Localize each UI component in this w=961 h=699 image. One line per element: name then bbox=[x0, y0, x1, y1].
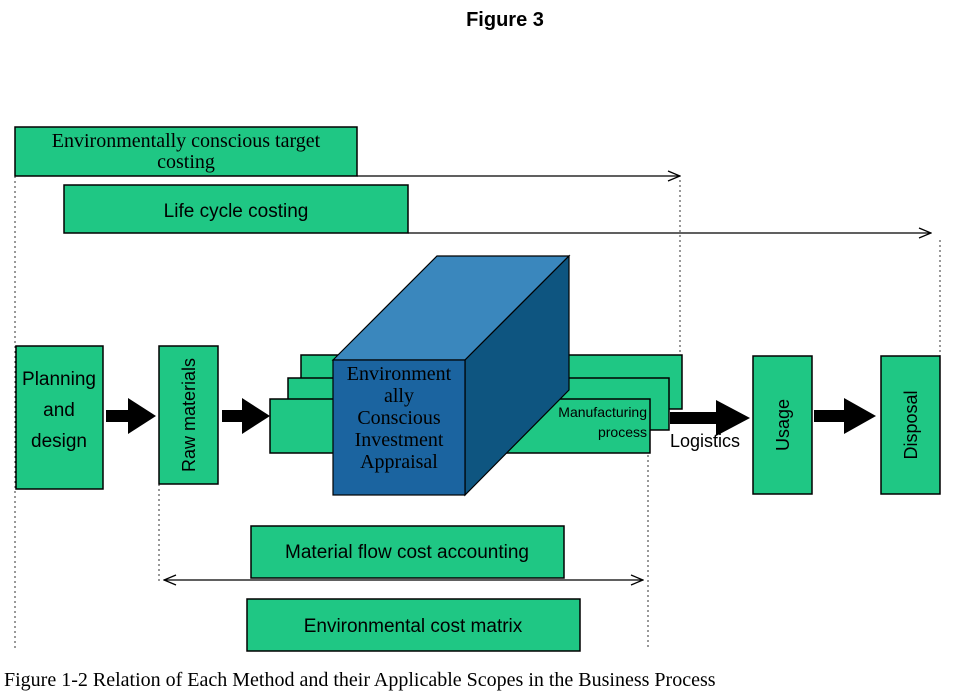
flow-arrow-usage-to-disposal bbox=[814, 398, 876, 434]
investment-appraisal-cube: Environment ally Conscious Investment Ap… bbox=[331, 254, 571, 497]
material-flow-cost-accounting-label: Material flow cost accounting bbox=[285, 542, 529, 563]
manufacturing-label-line1: Manufacturing bbox=[558, 404, 647, 420]
logistics-label: Logistics bbox=[670, 431, 740, 451]
environmental-cost-matrix-label: Environmental cost matrix bbox=[304, 616, 523, 637]
scope-guide-lines bbox=[14, 176, 941, 648]
material-flow-cost-accounting-box bbox=[250, 525, 565, 579]
life-cycle-costing-label: Life cycle costing bbox=[164, 201, 309, 222]
planning-label-line3: design bbox=[31, 431, 87, 452]
environmental-cost-matrix-box bbox=[246, 598, 581, 652]
flow-arrow-raw-to-manufacturing bbox=[222, 398, 270, 434]
investment-appraisal-line4: Investment bbox=[355, 429, 444, 451]
usage-box bbox=[752, 355, 813, 495]
flow-arrow-planning-to-raw bbox=[106, 398, 156, 434]
planning-design-box bbox=[15, 345, 104, 490]
investment-appraisal-line1: Environment bbox=[347, 363, 452, 385]
raw-materials-label: Raw materials bbox=[179, 358, 199, 472]
manufacturing-label-line2: process bbox=[598, 424, 647, 440]
investment-appraisal-line3: Conscious bbox=[357, 407, 441, 429]
disposal-label: Disposal bbox=[901, 390, 921, 459]
usage-label: Usage bbox=[773, 399, 793, 451]
planning-label-line2: and bbox=[43, 400, 75, 421]
life-cycle-costing-box bbox=[63, 184, 409, 234]
disposal-box bbox=[880, 355, 941, 495]
investment-appraisal-line2: ally bbox=[384, 385, 414, 407]
target-costing-label-line1: Environmentally conscious target bbox=[52, 130, 321, 152]
figure-title: Figure 3 bbox=[466, 9, 544, 31]
logistics-arrow bbox=[670, 400, 750, 436]
figure-caption: Figure 1-2 Relation of Each Method and t… bbox=[4, 669, 716, 691]
planning-label-line1: Planning bbox=[22, 369, 96, 390]
target-costing-label-line2: costing bbox=[157, 151, 215, 173]
cube-front-face bbox=[332, 359, 466, 496]
target-costing-box bbox=[14, 126, 358, 177]
raw-materials-box bbox=[158, 345, 219, 485]
investment-appraisal-line5: Appraisal bbox=[360, 451, 438, 473]
